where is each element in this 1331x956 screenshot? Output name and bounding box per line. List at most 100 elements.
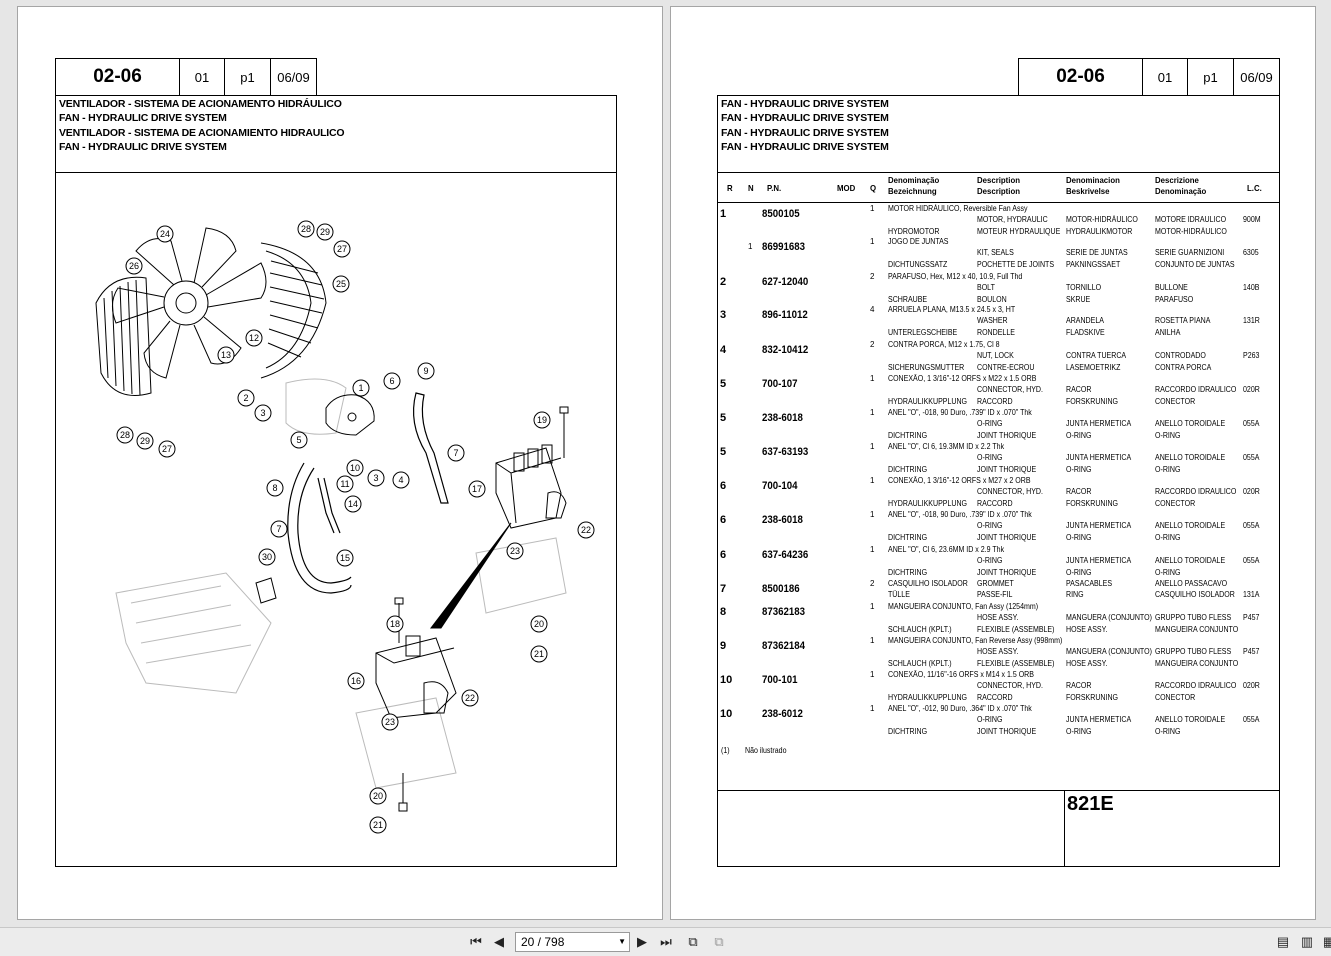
row-desc-pt: ARRUELA PLANA, M13.5 x 24.5 x 3, HT [888, 305, 1016, 314]
row-desc-pt2: CONECTOR [1155, 397, 1196, 406]
callout-label-3: 3 [260, 408, 265, 418]
callout-8 [266, 479, 284, 497]
callout-label-29: 29 [320, 227, 330, 237]
row-desc-de: SCHLAUCH (KPLT.) [888, 659, 952, 668]
row-desc-pt: ANEL "O", -018, 90 Duro, .739" ID x .070… [888, 510, 1032, 519]
row-desc-de: DICHTRING [888, 465, 928, 474]
callout-20 [530, 615, 548, 633]
row-desc-pt2: PARAFUSO [1155, 295, 1194, 304]
row-desc-de: SICHERUNGSMUTTER [888, 363, 965, 372]
valve-block-upper [495, 406, 569, 529]
callout-1 [352, 379, 370, 397]
row-desc-es: MANGUERA (CONJUNTO) [1066, 613, 1152, 622]
callout-27 [333, 240, 351, 258]
row-lc: 131R [1243, 316, 1260, 325]
row-ref: 2 [720, 276, 727, 288]
navigate-forward-icon[interactable]: ⧉ [714, 934, 724, 949]
prev-page-icon[interactable]: ◀ [494, 934, 504, 949]
callout-19 [533, 411, 551, 429]
row-qty: 1 [870, 670, 875, 679]
row-desc-it: ANELLO TOROIDALE [1155, 556, 1226, 565]
row-desc-en: KIT, SEALS [977, 248, 1014, 257]
callout-label-10: 10 [350, 463, 360, 473]
row-desc-en: CONNECTOR, HYD. [977, 385, 1043, 394]
row-qty: 1 [870, 476, 875, 485]
row-desc-fr: JOINT THORIQUE [977, 465, 1037, 474]
row-qty: 2 [870, 272, 875, 281]
page-marker-right: p1 [1188, 59, 1234, 95]
callout-10 [346, 459, 364, 477]
callout-label-13: 13 [221, 350, 231, 360]
row-desc-pt-inline: CASQUILHO ISOLADOR [888, 579, 968, 588]
row-desc-es: SERIE DE JUNTAS [1066, 248, 1128, 257]
row-desc-en: O-RING [977, 521, 1003, 530]
callout-7 [270, 520, 288, 538]
row-desc-es: CONTRA TUERCA [1066, 351, 1127, 360]
callout-label-7: 7 [276, 524, 281, 534]
row-desc-pt: ANEL "O", Cl 6, 23.6MM ID x 2.9 Thk [888, 545, 1005, 554]
continuous-view-icon[interactable]: ▥ [1300, 934, 1314, 949]
page-right: 02-06 01 p1 06/09 FAN - HYDRAULIC DRIVE … [670, 6, 1316, 920]
row-lc: 055A [1243, 453, 1260, 462]
first-page-icon[interactable]: ⏮ [470, 934, 482, 949]
row-desc-de: HYDRAULIKKUPPLUNG [888, 397, 968, 406]
two-page-view-icon[interactable]: ▦ [1322, 934, 1331, 949]
single-page-view-icon[interactable]: ▤ [1276, 934, 1290, 949]
part-number: 832-10412 [762, 344, 809, 356]
title-2: FAN - HYDRAULIC DRIVE SYSTEM [721, 112, 889, 125]
row-desc-de: DICHTRING [888, 431, 928, 440]
row-desc-fr: BOULON [977, 295, 1007, 304]
row-desc-pt: ANEL "O", Cl 6, 19.3MM ID x 2.2 Thk [888, 442, 1005, 451]
section-code: 02-06 [56, 59, 180, 95]
part-number: 627-12040 [762, 276, 809, 288]
row-ref: 10 [720, 674, 733, 686]
page-indicator: 20 / 798 [521, 935, 565, 949]
row-desc-no: FORSKRUNING [1066, 397, 1119, 406]
row-qty: 1 [870, 408, 875, 417]
last-page-icon[interactable]: ⏭ [660, 934, 672, 949]
row-lc: P457 [1243, 613, 1260, 622]
row-desc-en: O-RING [977, 556, 1003, 565]
row-desc-no: FLADSKIVE [1066, 328, 1105, 337]
navigate-back-icon[interactable]: ⧉ [688, 934, 698, 949]
row-lc: 900M [1243, 215, 1261, 224]
callout-label-8: 8 [272, 483, 277, 493]
row-desc-no: RING [1066, 590, 1084, 599]
hydraulic-motor [325, 394, 375, 436]
callout-29 [136, 432, 154, 450]
callout-9 [417, 362, 435, 380]
part-number: 637-64236 [762, 549, 809, 561]
row-qty: 2 [870, 579, 875, 588]
part-number: 238-6018 [762, 514, 803, 526]
page-number-select[interactable]: 20 / 798 ▼ [515, 932, 630, 952]
callout-label-19: 19 [537, 415, 547, 425]
row-desc-pt2: CONJUNTO DE JUNTAS [1155, 260, 1235, 269]
row-lc: 055A [1243, 556, 1260, 565]
row-desc-fr: JOINT THORIQUE [977, 533, 1037, 542]
row-desc-fr: JOINT THORIQUE [977, 727, 1037, 736]
row-desc-pt2: O-RING [1155, 568, 1181, 577]
row-desc-pt2: MANGUEIRA CONJUNTO [1155, 659, 1239, 668]
callout-label-26: 26 [129, 261, 139, 271]
document-viewer[interactable]: 02-06 01 p1 06/09 VENTILADOR - SISTEMA D… [0, 0, 1331, 927]
row-desc-it: RACCORDO IDRAULICO [1155, 385, 1237, 394]
callout-label-30: 30 [262, 552, 272, 562]
row-desc-it: RACCORDO IDRAULICO [1155, 681, 1237, 690]
row-desc-pt2: ANILHA [1155, 328, 1181, 337]
footnote-text: Não ilustrado [745, 746, 787, 755]
row-lc: 055A [1243, 419, 1260, 428]
row-lc: P457 [1243, 647, 1260, 656]
row-ref: 6 [720, 549, 727, 561]
row-desc-pt: JOGO DE JUNTAS [888, 237, 949, 246]
row-desc-it: BULLONE [1155, 283, 1188, 292]
title-1: FAN - HYDRAULIC DRIVE SYSTEM [721, 98, 889, 110]
next-page-icon[interactable]: ▶ [637, 934, 647, 949]
col-q: Q [870, 183, 877, 193]
callout-label-21: 21 [534, 649, 544, 659]
row-desc-pt2: O-RING [1155, 431, 1181, 440]
